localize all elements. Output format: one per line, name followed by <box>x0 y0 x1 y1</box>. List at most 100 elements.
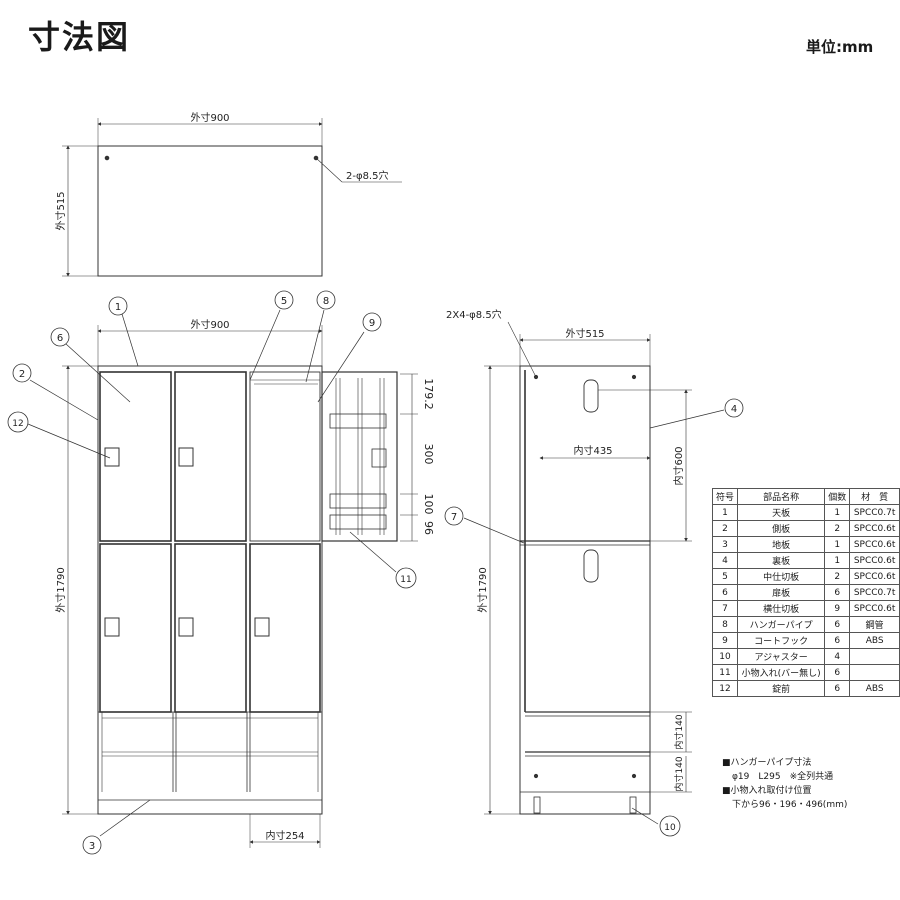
door-top-2 <box>174 371 247 542</box>
open-door-panel <box>321 371 398 542</box>
svg-text:5: 5 <box>281 296 287 307</box>
cell-name: 小物入れ(バー無し) <box>737 664 826 681</box>
tray-note-title: ■小物入れ取付け位置 <box>722 786 812 796</box>
inner-width-label: 内寸254 <box>265 829 304 842</box>
svg-text:11: 11 <box>400 575 411 585</box>
cell-no: 1 <box>711 504 739 521</box>
col-header-name: 部品名称 <box>737 488 826 505</box>
adjuster-foot <box>629 796 637 814</box>
svg-text:2: 2 <box>19 369 25 380</box>
side-outline <box>519 365 651 815</box>
door-top-1 <box>99 371 172 542</box>
lock-icon <box>178 447 194 467</box>
hanger-hook-upper <box>583 379 599 413</box>
cell-qty: 2 <box>824 568 851 585</box>
lock-icon <box>104 617 120 637</box>
cell-no: 9 <box>711 632 739 649</box>
side-inner-height-label: 内寸600 <box>672 446 685 485</box>
col-header-qty: 個数 <box>824 488 851 505</box>
cell-name: 天板 <box>737 504 826 521</box>
cell-no: 3 <box>711 536 739 553</box>
cell-no: 7 <box>711 600 739 617</box>
side-depth-label: 外寸515 <box>565 327 604 340</box>
cell-name: アジャスター <box>737 648 826 665</box>
callout-leaders <box>27 309 725 837</box>
cell-material: SPCC0.7t <box>849 584 900 601</box>
callout-3: 3 <box>82 835 102 855</box>
door-bottom-3 <box>249 543 321 713</box>
cell-no: 11 <box>711 664 739 681</box>
door-bottom-1 <box>99 543 172 713</box>
door-lock-back <box>371 448 387 468</box>
svg-text:10: 10 <box>664 823 676 833</box>
tray-note-spec: 下から96・196・496(mm) <box>732 800 848 810</box>
cell-qty: 9 <box>824 600 851 617</box>
cell-material: SPCC0.6t <box>849 536 900 553</box>
side-view <box>484 321 692 815</box>
door-detail-view <box>321 371 418 542</box>
callout-8: 8 <box>316 290 336 310</box>
callout-7: 7 <box>444 506 464 526</box>
side-hole-label: 2X4-φ8.5穴 <box>446 308 502 321</box>
cell-material <box>849 648 900 665</box>
tray-bottom <box>329 514 387 530</box>
adjuster-foot <box>533 796 541 814</box>
svg-text:6: 6 <box>57 333 63 344</box>
unit-label: 単位:mm <box>806 38 874 56</box>
cell-qty: 1 <box>824 552 851 569</box>
top-hole-left <box>104 155 110 161</box>
callout-1: 1 <box>108 296 128 316</box>
callout-2: 2 <box>12 363 32 383</box>
door-dim-3: 100 <box>422 494 435 515</box>
svg-text:9: 9 <box>369 318 375 329</box>
top-width-label: 外寸900 <box>190 111 229 124</box>
callout-11: 11 <box>395 567 417 589</box>
svg-text:8: 8 <box>323 296 329 307</box>
cell-no: 2 <box>711 520 739 537</box>
cell-qty: 6 <box>824 664 851 681</box>
front-height-label: 外寸1790 <box>54 567 67 612</box>
svg-text:7: 7 <box>451 512 457 523</box>
cell-name: ハンガーパイプ <box>737 616 826 633</box>
callout-4: 4 <box>724 398 744 418</box>
svg-text:1: 1 <box>115 302 121 313</box>
col-header-no: 符号 <box>711 488 739 505</box>
cell-qty: 1 <box>824 536 851 553</box>
cell-qty: 6 <box>824 616 851 633</box>
top-hole-label: 2-φ8.5穴 <box>346 169 388 182</box>
callout-6: 6 <box>50 327 70 347</box>
cell-material: SPCC0.7t <box>849 504 900 521</box>
tray-lower <box>329 493 387 509</box>
front-view <box>62 325 323 848</box>
lock-icon <box>104 447 120 467</box>
cell-name: 錠前 <box>737 680 826 697</box>
top-depth-label: 外寸515 <box>54 191 67 230</box>
spec-notes: ■ハンガーパイプ寸法 φ19 L295 ※全列共通 ■小物入れ取付け位置 下から… <box>722 756 847 812</box>
cell-no: 10 <box>711 648 739 665</box>
cell-material <box>849 664 900 681</box>
top-panel-outline <box>97 145 323 277</box>
tray-upper <box>329 413 387 429</box>
cell-name: 地板 <box>737 536 826 553</box>
callout-9: 9 <box>362 312 382 332</box>
svg-text:12: 12 <box>12 419 23 429</box>
cell-qty: 6 <box>824 680 851 697</box>
side-inner140-a: 内寸140 <box>673 714 685 749</box>
cell-material: SPCC0.6t <box>849 568 900 585</box>
cell-name: 扉板 <box>737 584 826 601</box>
callouts: 1 2 3 4 5 6 7 8 9 10 11 12 <box>7 290 744 855</box>
door-dim-1: 179.2 <box>422 378 435 410</box>
cell-material: ABS <box>849 680 900 697</box>
front-width-label: 外寸900 <box>190 318 229 331</box>
col-header-material: 材 質 <box>849 488 900 505</box>
cell-name: コートフック <box>737 632 826 649</box>
callout-5: 5 <box>274 290 294 310</box>
cell-material: 鋼管 <box>849 616 900 633</box>
